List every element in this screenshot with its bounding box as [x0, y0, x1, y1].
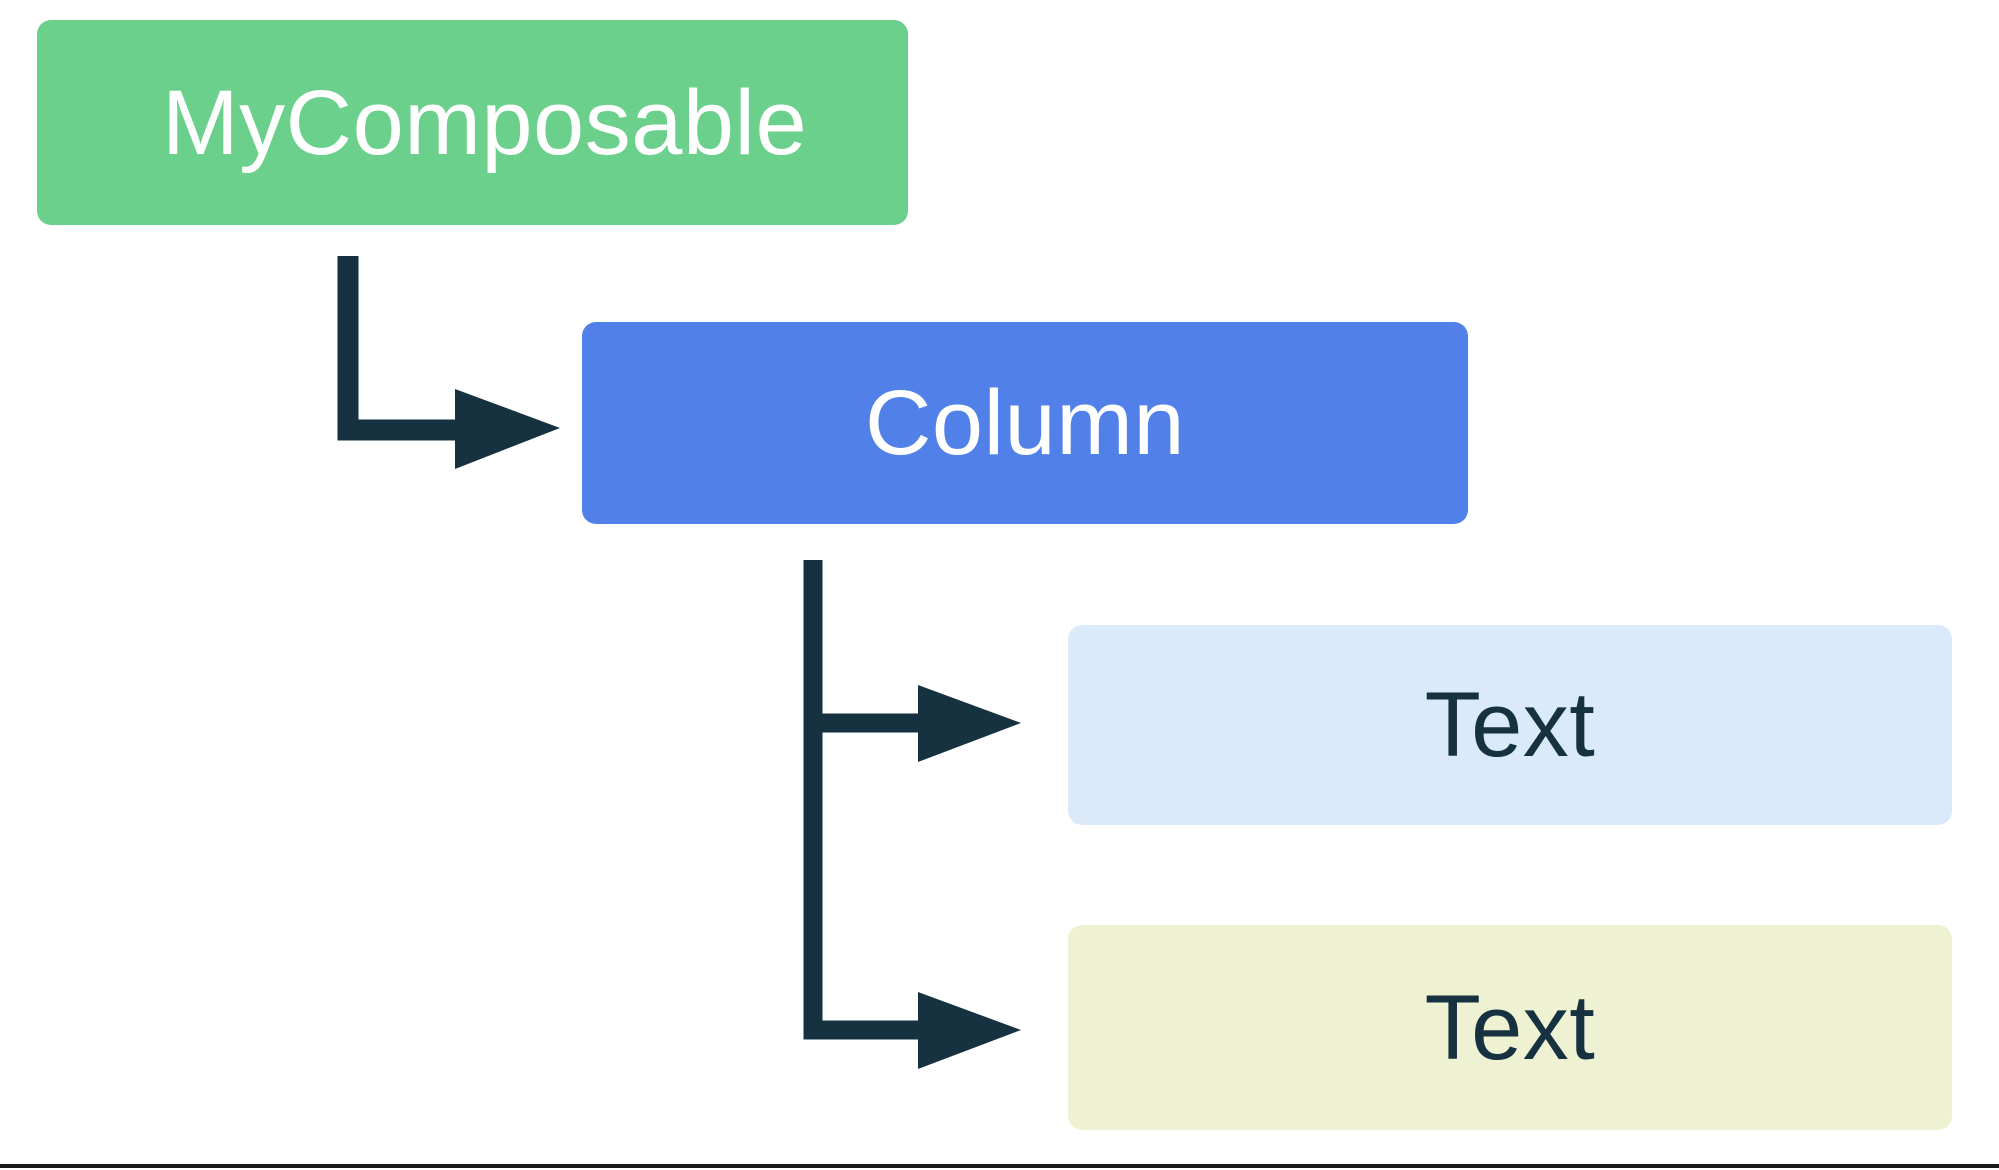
node-column[interactable]: Column — [582, 322, 1468, 524]
edge-root-to-column-arrowhead — [455, 389, 560, 469]
node-text-2[interactable]: Text — [1068, 925, 1952, 1130]
bottom-divider — [0, 1164, 1999, 1168]
edge-column-to-text-2-trunk — [803, 723, 925, 1040]
edge-root-to-column — [337, 256, 560, 469]
edge-column-to-text-1 — [803, 560, 1021, 762]
node-mycomposable[interactable]: MyComposable — [37, 20, 908, 225]
edge-column-to-text-1-elbow — [803, 560, 925, 733]
edge-column-to-text-2 — [803, 723, 1021, 1069]
node-text-1-label: Text — [1424, 674, 1596, 776]
node-column-label: Column — [864, 372, 1185, 474]
edge-root-to-column-elbow — [337, 256, 462, 441]
edge-column-to-text-1-arrowhead — [918, 685, 1021, 762]
edge-column-to-text-2-arrowhead — [918, 992, 1021, 1069]
node-text-1[interactable]: Text — [1068, 625, 1952, 825]
node-mycomposable-label: MyComposable — [162, 71, 808, 174]
node-text-2-label: Text — [1424, 976, 1596, 1079]
